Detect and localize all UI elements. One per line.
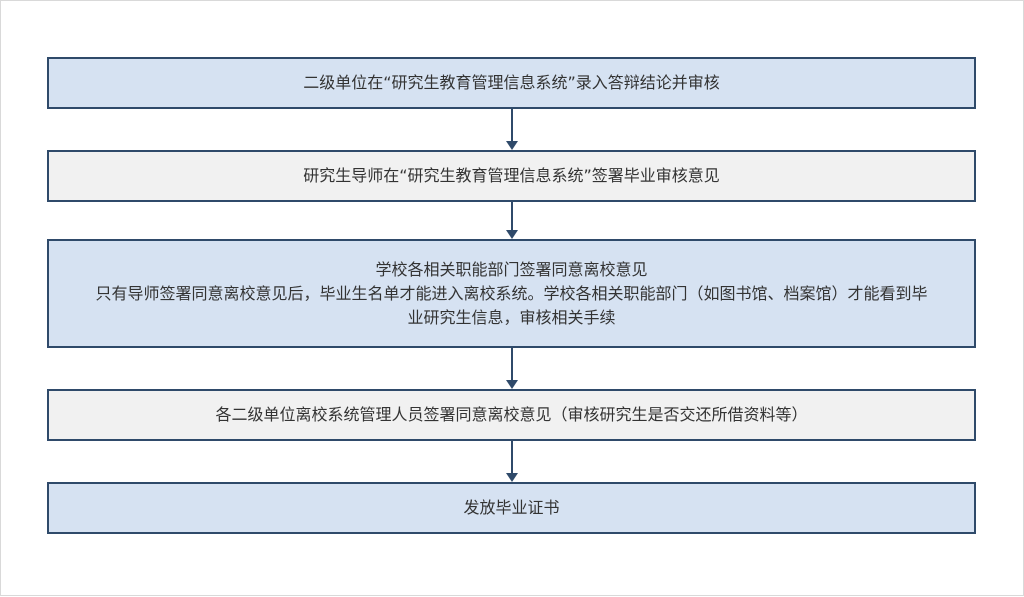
flow-step-3: 学校各相关职能部门签署同意离校意见 只有导师签署同意离校意见后，毕业生名单才能进… bbox=[47, 239, 976, 348]
flow-step-5-text: 发放毕业证书 bbox=[463, 498, 560, 517]
flow-step-3-title: 学校各相关职能部门签署同意离校意见 bbox=[375, 259, 648, 279]
flow-step-3-body: 只有导师签署同意离校意见后，毕业生名单才能进入离校系统。学校各相关职能部门（如图… bbox=[95, 283, 928, 327]
flow-step-1: 二级单位在“研究生教育管理信息系统”录入答辩结论并审核 bbox=[47, 57, 976, 109]
arrow-down-icon bbox=[506, 348, 518, 389]
arrow-down-icon bbox=[506, 109, 518, 150]
arrow-down-icon bbox=[506, 441, 518, 482]
flow-step-4-text: 各二级单位离校系统管理人员签署同意离校意见（审核研究生是否交还所借资料等） bbox=[215, 405, 808, 424]
flow-step-2: 研究生导师在“研究生教育管理信息系统”签署毕业审核意见 bbox=[47, 150, 976, 202]
flow-step-5: 发放毕业证书 bbox=[47, 482, 976, 534]
flow-step-4: 各二级单位离校系统管理人员签署同意离校意见（审核研究生是否交还所借资料等） bbox=[47, 389, 976, 441]
flow-step-1-text: 二级单位在“研究生教育管理信息系统”录入答辩结论并审核 bbox=[303, 73, 720, 92]
flow-step-2-text: 研究生导师在“研究生教育管理信息系统”签署毕业审核意见 bbox=[303, 166, 720, 185]
arrow-down-icon bbox=[506, 202, 518, 239]
